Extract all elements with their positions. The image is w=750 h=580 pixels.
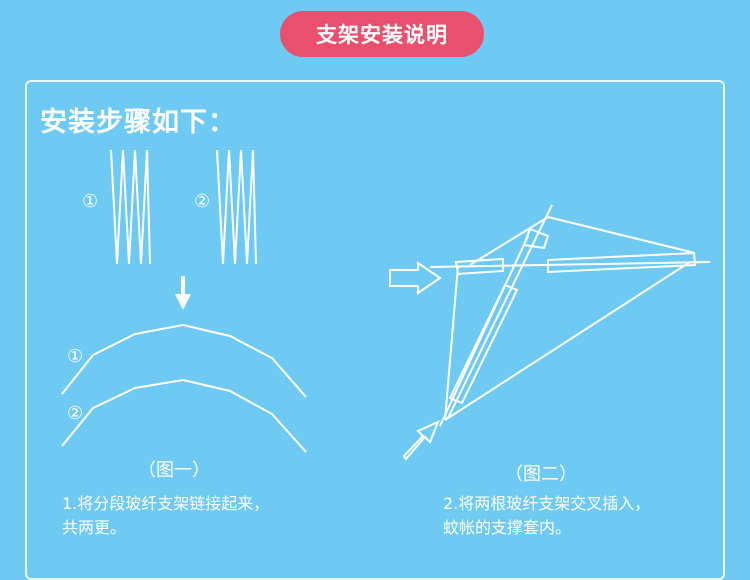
fold-marker-1: ①	[82, 191, 99, 212]
folded-poles-1	[110, 149, 151, 265]
folded-poles-2	[216, 149, 257, 265]
fold-marker-2: ②	[194, 191, 211, 212]
assembled-pole-arc-2	[61, 378, 307, 453]
up-right-arrow-icon	[402, 420, 440, 461]
right-arrow-icon	[389, 261, 442, 295]
figure-1-caption-line2: 共两更。	[62, 518, 127, 537]
down-arrow-icon	[175, 276, 191, 310]
arc-marker-2: ②	[67, 403, 84, 424]
page-title: 支架安装说明	[280, 11, 484, 57]
steps-heading: 安装步骤如下：	[40, 107, 236, 138]
canopy-frame-diagram	[429, 204, 711, 427]
figure-1-caption-line1: 1.将分段玻纤支架链接起来，	[62, 494, 270, 513]
figure-2-label: （图二）	[505, 464, 577, 485]
figure-2-caption-line2: 蚊帐的支撑套内。	[443, 518, 572, 537]
arc-marker-1: ①	[67, 346, 84, 367]
figure-2-caption-line1: 2.将两根玻纤支架交叉插入，	[443, 494, 651, 513]
figure-1-label: （图一）	[138, 460, 210, 481]
instruction-illustrations	[61, 149, 711, 461]
assembled-pole-arc-1	[61, 323, 307, 398]
